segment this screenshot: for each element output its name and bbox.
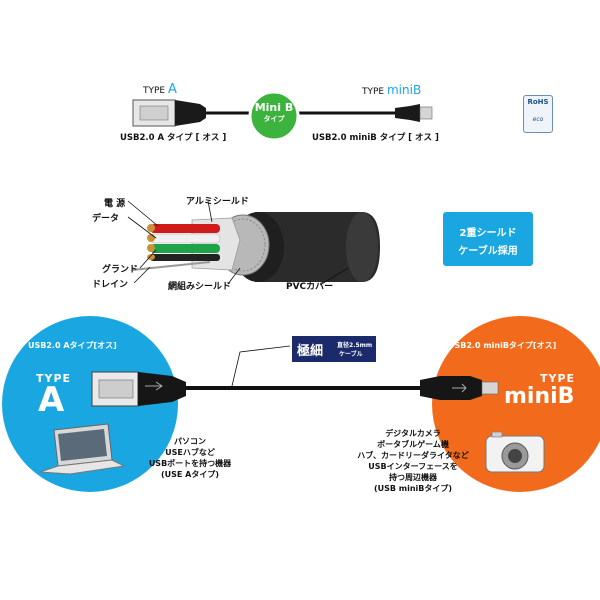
shield-badge-line2: ケーブル採用 [458,246,518,257]
left-circle-type-word: TYPE [36,372,72,385]
right-caption: デジタルカメラ ポータブルゲーム機 ハブ、カードリーダライタなど USBインター… [348,428,478,494]
right-circle-header: USB2.0 miniBタイプ[オス] [448,341,557,350]
left-caption-line: USEハブなど [165,448,215,457]
badge-sub: タイプ [263,115,285,123]
left-blue-circle [2,316,178,492]
rohs-title: RoHS [527,98,549,106]
right-caption-line: (USB miniBタイプ) [373,484,453,493]
cable-cross-section [131,212,380,282]
left-caption-line: USBポートを持つ機器 [148,459,232,468]
label-braided-shield: 網組みシールド [168,282,232,292]
top-mini-b-connector [395,104,433,122]
badge-main: Mini B [254,101,294,114]
right-circle-type-letter: miniB [504,384,575,409]
label-drain: ドレイン [92,280,129,290]
big-mini-b-connector [420,376,499,400]
tag-sub1: 直径2.5mm [337,342,373,349]
label-data: データ [92,214,120,224]
left-connector-label: USB2.0 A タイプ [ オス ] [120,133,227,143]
top-type-a-connector [132,99,206,127]
label-aluminium-shield: アルミシールド [186,197,249,207]
double-shield-badge: 2重シールド ケーブル採用 [443,212,533,266]
right-caption-line: デジタルカメラ [385,429,441,438]
left-circle-header: USB2.0 Aタイプ[オス] [28,341,117,350]
right-circle-type-word: TYPE [540,372,576,385]
right-caption-line: ポータブルゲーム機 [377,440,449,449]
left-caption-line: パソコン [174,437,206,446]
right-caption-line: USBインターフェースを [368,462,458,471]
label-power: 電 源 [104,199,126,209]
mini-b-badge-text: Mini B タイプ [250,101,298,124]
laptop-image [39,423,126,475]
type-a-prefix: TYPE [143,86,168,96]
right-caption-line: 持つ周辺機器 [389,473,437,482]
type-minib-prefix: TYPE [362,87,387,97]
leader-lines [127,200,349,286]
left-circle-type-letter: A [38,380,65,420]
mini-b-badge [248,90,300,142]
big-type-a-connector [91,371,186,407]
right-connector-label: USB2.0 miniB タイプ [ オス ] [312,133,439,143]
thin-cable-tag: 極細 直径2.5mm ケーブル [292,336,376,362]
rohs-badge: RoHS eco [523,95,553,133]
rohs-sub: eco [532,116,544,123]
left-caption: パソコン USEハブなど USBポートを持つ機器 (USE Aタイプ) [140,436,240,480]
left-caption-line: (USE Aタイプ) [160,470,219,479]
tag-main: 極細 [297,344,324,359]
right-caption-line: ハブ、カードリーダライタなど [357,451,469,460]
label-ground: グランド [102,265,139,275]
right-orange-circle [432,316,600,492]
tag-leader [231,345,291,387]
tag-sub2: ケーブル [339,351,363,358]
type-minib-suffix: miniB [386,83,422,97]
label-pvc-cover: PVCカバー [286,282,334,292]
top-type-a-label: TYPE A [143,82,177,97]
shield-badge-line1: 2重シールド [459,228,517,239]
type-a-letter: A [167,82,177,97]
top-type-minib-label: TYPE miniB [362,83,421,97]
camera-image [485,431,545,473]
